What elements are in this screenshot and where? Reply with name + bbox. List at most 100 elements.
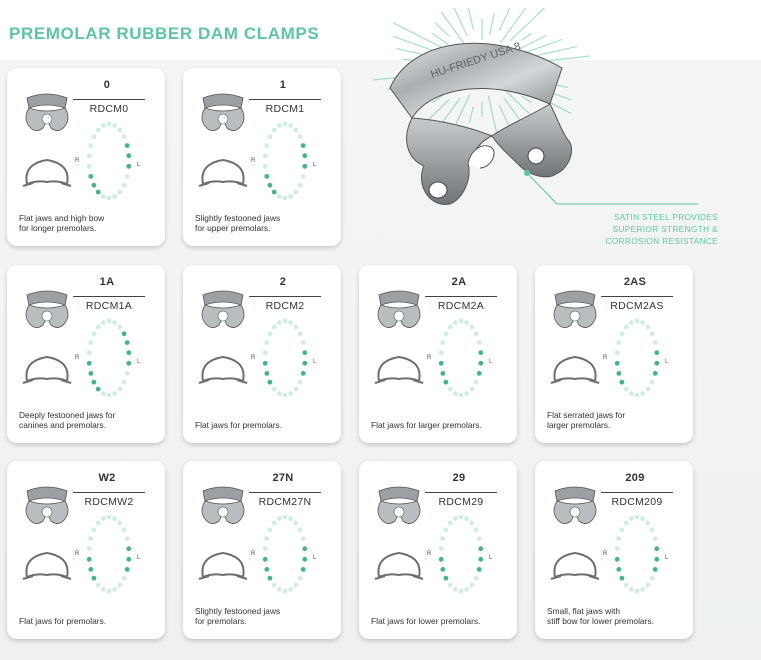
tooth-chart: RL — [251, 121, 317, 201]
tooth-dot-highlighted — [300, 371, 306, 376]
tooth-dot — [469, 324, 475, 330]
chart-label-left: L — [137, 162, 141, 168]
tooth-dot-highlighted — [478, 546, 484, 552]
tooth-dot-highlighted — [302, 153, 308, 159]
hero-clamp-illustration: HU-FRIEDY USA 8 — [373, 8, 698, 205]
tooth-dot — [440, 536, 446, 541]
tooth-dot — [453, 516, 458, 521]
tooth-dot — [453, 320, 458, 325]
tooth-dot — [277, 391, 282, 396]
clamp-description-line: Flat jaws for premolars. — [195, 420, 283, 430]
tooth-dot-highlighted — [476, 567, 482, 572]
tooth-dot — [458, 318, 464, 324]
tooth-dot — [464, 587, 469, 592]
clamp-description-line: larger premolars. — [547, 420, 611, 430]
tooth-dot — [124, 536, 130, 541]
clamp-front-illustration — [377, 290, 421, 328]
tooth-dot — [649, 527, 655, 533]
tooth-dot-highlighted — [88, 567, 94, 572]
tooth-dot — [640, 516, 645, 521]
tooth-dot — [112, 516, 117, 521]
tooth-dot-highlighted — [126, 556, 132, 562]
tooth-dot — [106, 121, 112, 127]
tooth-chart: RL — [603, 514, 669, 594]
clamp-number: 2A — [451, 276, 467, 288]
chart-label-right: R — [251, 355, 256, 361]
callout-line — [526, 172, 698, 205]
tooth-dot — [262, 153, 268, 159]
tooth-dot-highlighted — [478, 360, 484, 366]
tooth-dot — [634, 392, 640, 398]
tooth-dot-highlighted — [300, 143, 306, 148]
tooth-dot — [117, 189, 123, 195]
callout-line-1: SATIN STEEL PROVIDES — [614, 213, 718, 222]
tooth-dot — [106, 392, 112, 398]
splash-stroke — [509, 8, 546, 42]
chart-label-left: L — [137, 359, 141, 365]
tooth-dot-highlighted — [619, 379, 625, 385]
tooth-dot — [88, 143, 94, 148]
callout-line-3: CORROSION RESISTANCE — [605, 237, 718, 246]
tooth-dot — [300, 174, 306, 179]
tooth-dot-highlighted — [91, 182, 97, 188]
tooth-dot — [623, 324, 629, 330]
tooth-dot — [453, 587, 458, 592]
tooth-dot — [297, 182, 303, 188]
tooth-dot — [117, 127, 123, 133]
tooth-dot-highlighted — [126, 546, 132, 552]
tooth-dot-highlighted — [124, 340, 130, 345]
tooth-dot-highlighted — [91, 575, 97, 581]
tooth-dot — [293, 386, 299, 392]
tooth-dot — [124, 174, 130, 179]
clamp-description-line: canines and premolars. — [19, 420, 107, 430]
tooth-dot — [117, 582, 123, 588]
tooth-dot — [300, 536, 306, 541]
clamp-jaw-left — [406, 117, 494, 205]
tooth-dot-highlighted — [478, 350, 484, 356]
splash-stroke — [535, 45, 578, 57]
tooth-dot-highlighted — [86, 360, 92, 366]
clamp-code: RDCM2A — [425, 296, 497, 312]
clamp-side-illustration — [550, 551, 600, 580]
tooth-dot — [297, 575, 303, 581]
tooth-dot — [623, 386, 629, 392]
tooth-dot — [616, 340, 622, 345]
splash-stroke — [432, 32, 449, 45]
tooth-dot — [91, 331, 97, 337]
clamp-number: 27N — [272, 472, 294, 484]
chart-label-left: L — [665, 555, 669, 561]
clamp-code: RDCM1A — [73, 296, 145, 312]
clamp-hole-right — [527, 147, 545, 165]
tooth-dot — [95, 520, 101, 526]
clamp-number: 209 — [625, 472, 645, 484]
tooth-dot — [645, 324, 651, 330]
splash-stroke — [505, 90, 530, 114]
tooth-dot-highlighted — [262, 556, 268, 562]
tooth-dot — [282, 588, 288, 594]
tooth-dot-highlighted — [440, 567, 446, 572]
tooth-dot — [271, 386, 277, 392]
clamp-side-illustration — [374, 551, 424, 580]
tooth-dot — [293, 189, 299, 195]
tooth-dot — [293, 520, 299, 526]
chart-label-left: L — [489, 555, 493, 561]
tooth-dot-highlighted — [443, 379, 449, 385]
clamp-description-line: Flat jaws for premolars. — [19, 616, 107, 626]
tooth-dot — [469, 582, 475, 588]
tooth-dot — [101, 320, 106, 325]
tooth-dot — [267, 527, 273, 533]
callout-text: SATIN STEEL PROVIDES SUPERIOR STRENGTH &… — [578, 212, 718, 248]
tooth-dot-highlighted — [302, 163, 308, 169]
tooth-dot — [473, 379, 479, 385]
tooth-dot-highlighted — [614, 360, 620, 366]
tooth-dot — [86, 350, 92, 356]
tooth-dot — [277, 516, 282, 521]
chart-label-left: L — [313, 162, 317, 168]
tooth-dot-highlighted — [126, 163, 132, 169]
tooth-dot — [282, 195, 288, 201]
chart-label-right: R — [427, 551, 432, 557]
tooth-dot — [300, 340, 306, 345]
